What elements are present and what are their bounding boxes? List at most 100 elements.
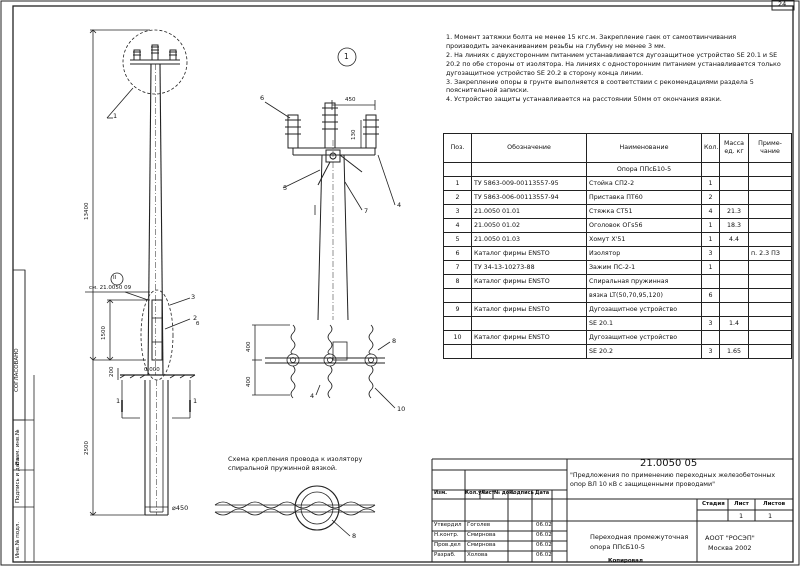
spec-cell-qty: [701, 330, 720, 345]
revision-header: Изм. Кол.уч. Лист № док. Подпись Дата: [432, 491, 567, 499]
wire-caption-2: спиральной пружинной вязкой.: [228, 464, 338, 472]
spec-cell-name: вязка LT(50,70,95,120): [586, 288, 702, 303]
view-callout: 1: [344, 52, 349, 61]
col-qty: Кол.: [701, 133, 720, 163]
leader-pole-1: 1: [113, 112, 118, 120]
signer-date: 06.02: [536, 552, 552, 558]
clamp-view: [252, 324, 396, 409]
spec-cell-note: [748, 232, 792, 247]
spec-cell-qty: [701, 302, 720, 317]
detail-ellipse-grip: [140, 289, 174, 381]
spec-cell-name: Стойка СП2-2: [586, 176, 702, 191]
dim-mark-b: б: [196, 321, 200, 327]
spec-cell-qty: 2: [701, 190, 720, 205]
spec-cell-mass: [719, 274, 749, 289]
spec-cell-name: SE 20.1: [586, 316, 702, 331]
dim-grip-length: 1500: [101, 326, 107, 340]
stage-val-list: 1: [739, 512, 744, 520]
note-2: 2. На линиях с двухсторонним питанием ус…: [446, 50, 781, 77]
leader-wire-8: 8: [352, 532, 357, 540]
spec-cell-note: [748, 260, 792, 275]
signer-role: Пров.дел: [434, 542, 461, 548]
col-name: Наименование: [586, 133, 702, 163]
spec-cell-name: Хомут Х'51: [586, 232, 702, 247]
leader-head-6: 6: [260, 94, 265, 102]
spec-cell-name: Дугозащитное устройство: [586, 330, 702, 345]
signer-name: Смирнова: [467, 542, 496, 548]
spec-cell-pos: 8: [443, 274, 472, 289]
page-number-box: [771, 0, 795, 11]
wire-caption-1: Схема крепления провода к изолятору: [228, 455, 363, 463]
spec-cell-mass: 1.65: [719, 344, 749, 359]
rev-h-list: Лист: [481, 490, 495, 496]
spec-cell-pos: 6: [443, 246, 472, 261]
spec-cell-qty: [701, 274, 720, 289]
specification-table: Поз. Обозначение Наименование Кол. Масса…: [443, 133, 792, 359]
note-3: 3. Закрепление опоры в грунте выполняетс…: [446, 77, 754, 95]
signer-role: Утвердил: [434, 522, 462, 528]
group-title: Опора ППсБ10-5: [586, 162, 702, 177]
signer-name: Гоголев: [467, 522, 491, 528]
spec-cell-code: 21.0050 01.01: [471, 204, 587, 219]
spec-cell-pos: 7: [443, 260, 472, 275]
spec-cell-mass: [719, 330, 749, 345]
signer-role: Разраб.: [434, 552, 456, 558]
signer-role: Н.контр.: [434, 532, 459, 538]
spec-cell-code: [471, 316, 587, 331]
section-mark-left: 1: [116, 397, 121, 405]
organization-city: Москва 2002: [708, 544, 752, 552]
leader-clamp-8: 8: [392, 337, 397, 345]
spec-header-row: Поз. Обозначение Наименование Кол. Масса…: [443, 133, 792, 163]
format-label: Копировал: [608, 558, 643, 564]
page-number: 24: [778, 0, 787, 8]
spec-cell-pos: 1: [443, 176, 472, 191]
spec-cell-code: ТУ 5863-009-00113557-95: [471, 176, 587, 191]
spec-cell-qty: 3: [701, 246, 720, 261]
col-pos: Поз.: [443, 133, 472, 163]
spec-cell-qty: 3: [701, 344, 720, 359]
spec-cell-qty: 1: [701, 176, 720, 191]
signer-name: Смирнова: [467, 532, 496, 538]
spec-cell-pos: [443, 316, 472, 331]
title-block-grid: [431, 458, 793, 562]
spec-cell-qty: 6: [701, 288, 720, 303]
spec-group-row: Опора ППсБ10-5: [443, 162, 792, 177]
spec-cell-note: [748, 176, 792, 191]
dim-crossarm-width: 450: [345, 97, 356, 103]
spec-cell-code: Каталог фирмы ENSTO: [471, 274, 587, 289]
rev-h-sign: Подпись: [509, 490, 534, 496]
spec-row: вязка LT(50,70,95,120)6: [443, 288, 792, 303]
head-elevation: [264, 47, 396, 321]
side-approved: СОГЛАСОВАНО: [14, 348, 20, 392]
spec-cell-pos: [443, 288, 472, 303]
spec-cell-qty: 1: [701, 218, 720, 233]
spec-cell-code: [471, 344, 587, 359]
dim-diameter: ⌀450: [172, 504, 189, 512]
spec-cell-code: Каталог фирмы ENSTO: [471, 330, 587, 345]
spec-cell-note: [748, 316, 792, 331]
leader-head-4: 4: [397, 201, 402, 209]
leader-clamp-4: 4: [310, 392, 315, 400]
spec-cell-mass: [719, 260, 749, 275]
spec-cell-name: Оголовок ОГs56: [586, 218, 702, 233]
spec-cell-mass: 21.3: [719, 204, 749, 219]
spec-cell-mass: [719, 246, 749, 261]
spec-cell-name: Приставка ПТ60: [586, 190, 702, 205]
col-mass: Масса ед. кг: [719, 133, 749, 163]
